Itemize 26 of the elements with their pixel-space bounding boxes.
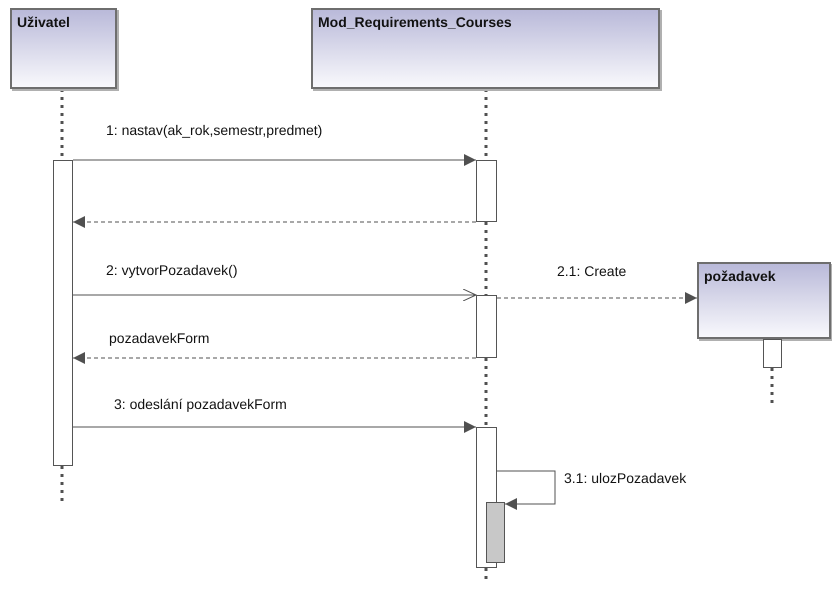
object-name: Mod_Requirements_Courses [318, 14, 512, 30]
message-arrow [72, 288, 476, 302]
activation-bar [53, 160, 73, 466]
activation-bar [763, 339, 782, 368]
edge-label: 1: nastav(ak_rok,semestr,predmet) [105, 122, 324, 138]
message-arrow [496, 292, 698, 304]
object-name: požadavek [704, 268, 776, 284]
lifeline [484, 222, 488, 295]
edge-label: 2.1: Create [556, 263, 628, 279]
edge-label: 3: odeslání pozadavekForm [113, 396, 288, 412]
edge-label: pozadavekForm [108, 330, 210, 346]
lifeline [484, 358, 488, 427]
edge-label: 2: vytvorPozadavek() [105, 262, 238, 278]
lifeline-header [311, 8, 660, 89]
activation-bar [486, 502, 505, 563]
activation-bar [476, 160, 497, 222]
message-arrow [72, 352, 476, 364]
message-arrow [72, 154, 476, 166]
message-arrow [72, 421, 476, 433]
message-arrow [72, 216, 476, 228]
lifeline-header [10, 8, 117, 89]
lifeline-header [697, 262, 831, 339]
edge-label: 3.1: ulozPozadavek [563, 470, 688, 486]
object-name: Uživatel [17, 14, 70, 30]
message-arrow [496, 470, 556, 510]
activation-bar [476, 295, 497, 358]
